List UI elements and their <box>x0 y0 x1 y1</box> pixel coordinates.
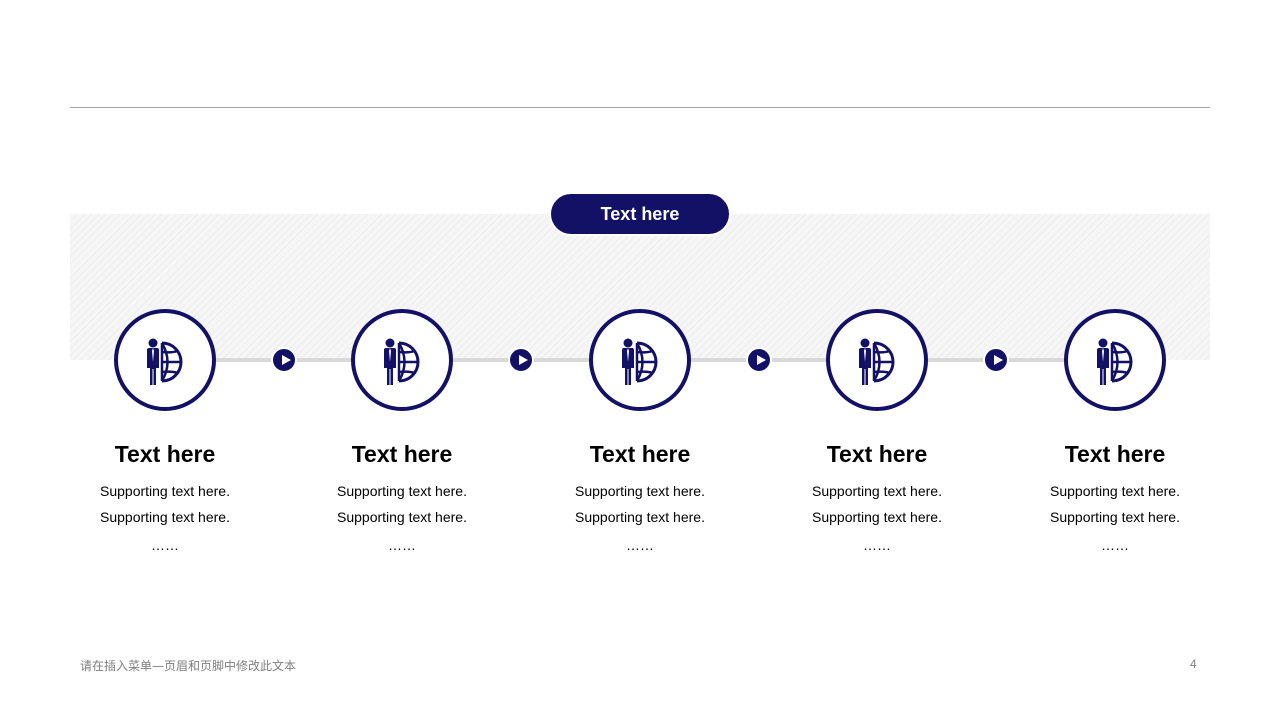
top-divider <box>70 107 1210 108</box>
step-title: Text here <box>114 441 216 467</box>
step-supporting-text: Supporting text here. <box>1050 483 1180 499</box>
step-ellipsis: …… <box>626 537 654 553</box>
step-title: Text here <box>351 441 453 467</box>
step-5: Text here Supporting text here. Supporti… <box>1015 309 1215 558</box>
step-supporting-text: Supporting text here. <box>812 509 942 525</box>
step-title: Text here <box>826 441 928 467</box>
step-supporting-text: Supporting text here. <box>100 509 230 525</box>
step-supporting-text: Supporting text here. <box>1050 509 1180 525</box>
step-supporting-text: Supporting text here. <box>575 483 705 499</box>
header-pill: Text here <box>549 192 731 236</box>
businessman-globe-icon <box>384 338 420 385</box>
play-arrow-icon <box>746 347 772 373</box>
step-supporting-text: Supporting text here. <box>337 509 467 525</box>
businessman-globe-icon <box>622 338 658 385</box>
step-ellipsis: …… <box>1101 537 1129 553</box>
step-4: Text here Supporting text here. Supporti… <box>777 309 977 558</box>
step-title: Text here <box>589 441 691 467</box>
businessman-globe-icon <box>859 338 895 385</box>
step-icon-circle <box>114 309 216 411</box>
page-number: 4 <box>1190 657 1197 671</box>
step-ellipsis: …… <box>151 537 179 553</box>
footer-text: 请在插入菜单—页眉和页脚中修改此文本 <box>80 659 297 673</box>
step-supporting-text: Supporting text here. <box>812 483 942 499</box>
step-title: Text here <box>1064 441 1166 467</box>
step-icon-circle <box>589 309 691 411</box>
step-1: Text here Supporting text here. Supporti… <box>65 309 265 558</box>
step-ellipsis: …… <box>863 537 891 553</box>
step-icon-circle <box>826 309 928 411</box>
step-supporting-text: Supporting text here. <box>575 509 705 525</box>
step-supporting-text: Supporting text here. <box>337 483 467 499</box>
play-arrow-icon <box>508 347 534 373</box>
step-icon-circle <box>351 309 453 411</box>
businessman-globe-icon <box>1097 338 1133 385</box>
step-supporting-text: Supporting text here. <box>100 483 230 499</box>
play-arrow-icon <box>983 347 1009 373</box>
play-arrow-icon <box>271 347 297 373</box>
step-icon-circle <box>1064 309 1166 411</box>
hatched-band <box>70 214 1210 360</box>
step-ellipsis: …… <box>388 537 416 553</box>
step-2: Text here Supporting text here. Supporti… <box>302 309 502 558</box>
businessman-globe-icon <box>147 338 183 385</box>
step-3: Text here Supporting text here. Supporti… <box>540 309 740 558</box>
